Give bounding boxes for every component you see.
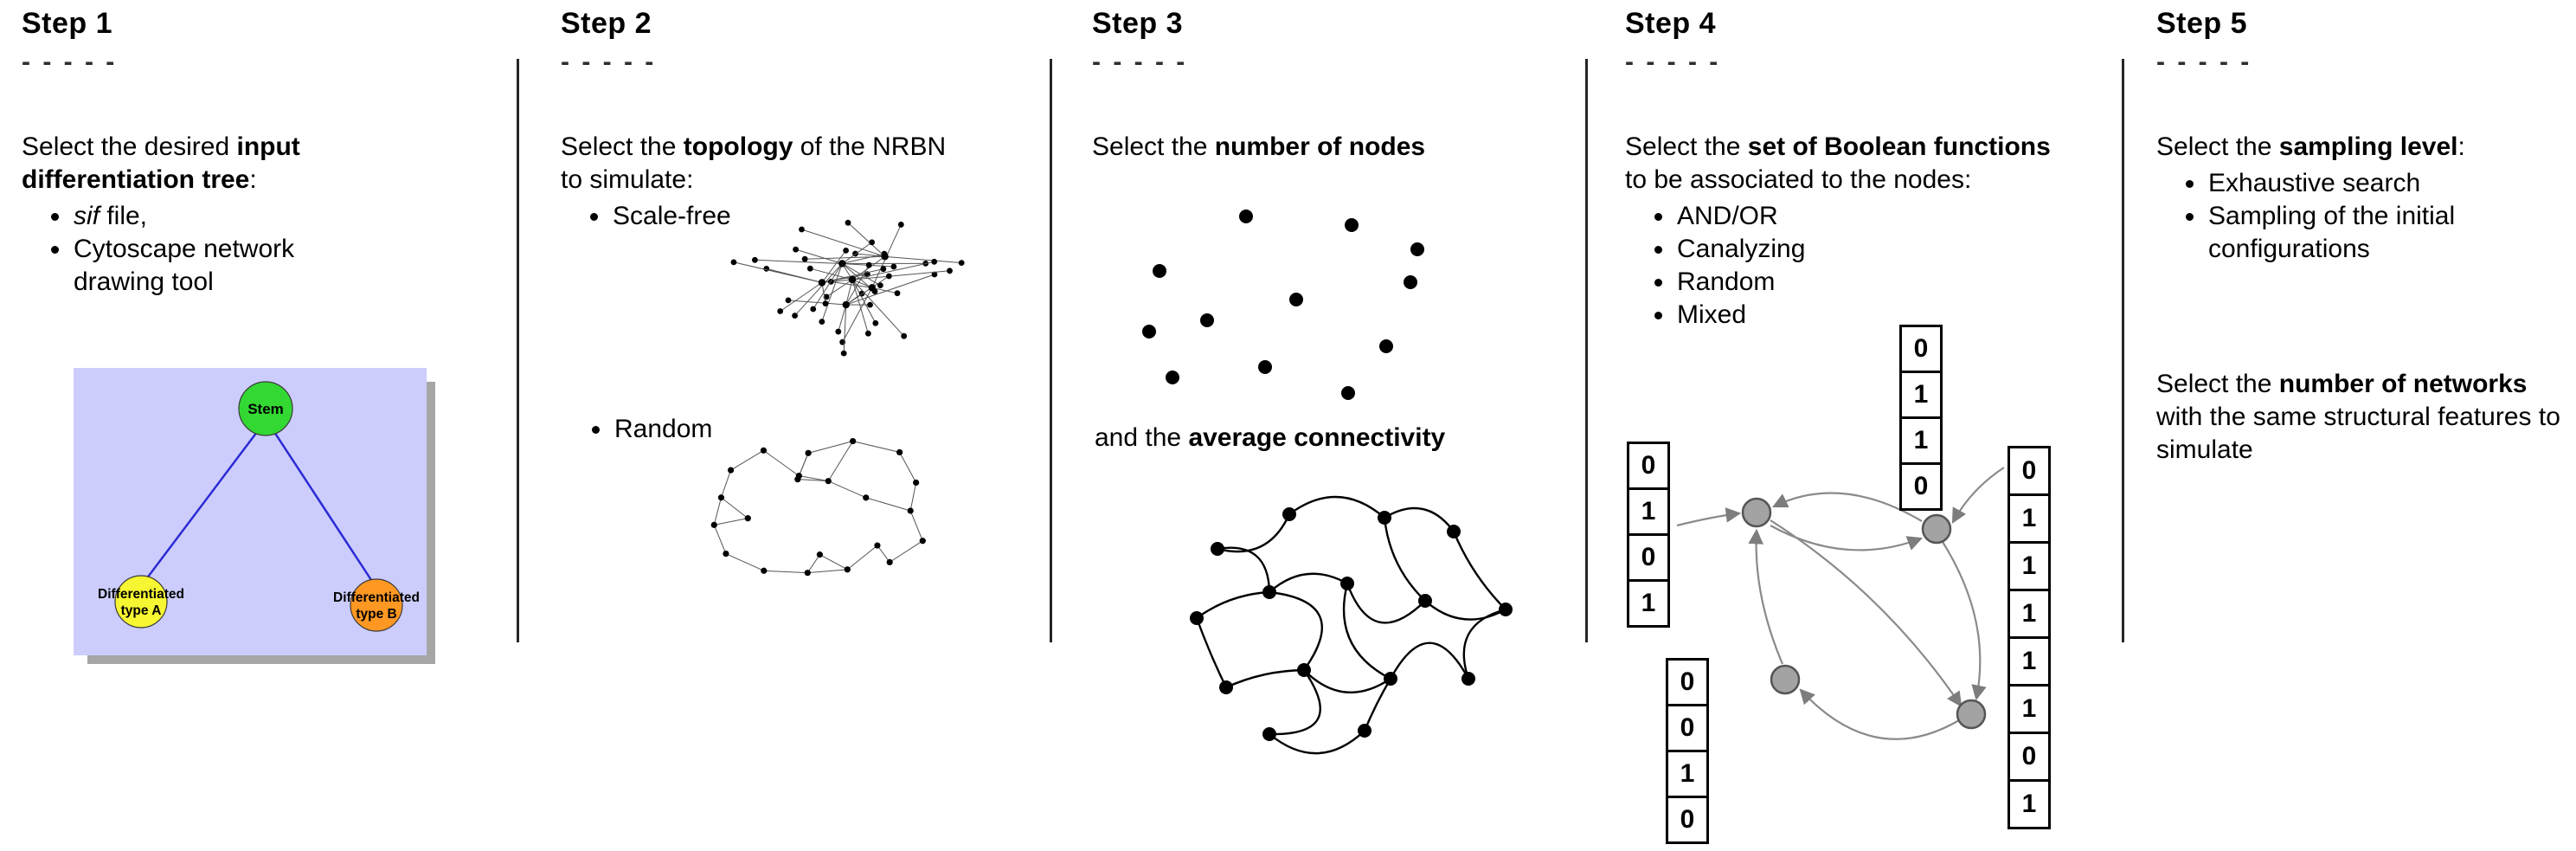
column-divider-3 [1585,59,1588,642]
stem-node [238,381,293,436]
network-edges [1676,467,2005,740]
option-exhaustive-search: Exhaustive search [2207,167,2563,200]
step-4-instruction: Select the set of Boolean functions to b… [1625,132,2051,194]
step-4-option-list: AND/OR Canalyzing Random Mixed [1625,200,2075,332]
truth-table-left: 0 1 0 1 [1627,442,1670,628]
column-divider-1 [517,59,519,642]
node-a-label-line2: type A [121,603,162,618]
option-and-or: AND/OR [1675,200,2075,233]
node-a-label-line1: Differentiated [98,587,184,602]
option-sif-file: sif file, [72,200,385,233]
stem-node-label: Stem [247,401,284,417]
column-divider-2 [1050,59,1052,642]
truth-table-top-cell-4: 0 [1899,462,1943,511]
step-5-instruction-2: Select the number of networks with the s… [2156,370,2560,464]
step-2-option-list-random: Random [562,413,753,446]
gene-node-3 [1770,664,1801,695]
truth-table-bottom-left: 0 0 1 0 [1666,658,1709,844]
truth-table-right-cell-1: 0 [2007,446,2051,496]
step-5-title: Step 5 [2156,7,2248,40]
step-3-instruction-2: and the average connectivity [1095,423,1446,452]
step-1-dashed-rule: - - - - - [22,48,118,76]
truth-table-top-cell-3: 1 [1899,416,1943,465]
truth-table-right-cell-6: 1 [2007,684,2051,734]
option-random: Random [613,413,753,446]
truth-table-top: 0 1 1 0 [1899,325,1943,511]
step-5-dashed-rule: - - - - - [2156,48,2252,76]
step-1-instruction: Select the desired input differentiation… [22,132,300,194]
step-3-title: Step 3 [1092,7,1184,40]
network-nodes [1741,497,1987,730]
truth-table-top-cell-2: 1 [1899,371,1943,419]
boolean-network-diagram: 0 1 1 0 0 1 0 1 0 0 1 0 0 1 1 1 1 1 0 1 [1625,307,2123,851]
truth-table-left-cell-1: 0 [1627,442,1670,490]
truth-table-bottom-left-cell-2: 0 [1666,704,1709,752]
nodes-scatter-illustration [1142,210,1424,400]
step-3-column: Step 3 - - - - - Select the number of no… [1092,7,1577,164]
step-4-title: Step 4 [1625,7,1717,40]
step-4-dashed-rule: - - - - - [1625,48,1721,76]
gene-node-2 [1921,513,1952,545]
truth-table-right: 0 1 1 1 1 1 0 1 [2007,446,2051,829]
step-2-dashed-rule: - - - - - [561,48,657,76]
truth-table-right-cell-5: 1 [2007,636,2051,687]
step-2-option-list: Scale-free [561,200,967,233]
option-canalyzing: Canalyzing [1675,233,2075,266]
step-3-instruction: Select the number of nodes [1092,132,1426,161]
gene-node-1 [1741,497,1772,528]
option-random-functions: Random [1675,266,2075,299]
step-5-instruction: Select the sampling level: [2156,132,2465,161]
truth-table-right-cell-7: 0 [2007,732,2051,782]
step-1-column: Step 1 - - - - - Select the desired inpu… [22,7,385,299]
step-5-column: Step 5 - - - - - Select the sampling lev… [2156,7,2563,266]
truth-table-bottom-left-cell-3: 1 [1666,750,1709,798]
option-scale-free: Scale-free [611,200,967,233]
node-b-label-line1: Differentiated [333,590,420,605]
boolean-network-graph [1676,467,2005,740]
truth-table-right-cell-4: 1 [2007,589,2051,639]
step-1-title: Step 1 [22,7,113,40]
differentiated-type-a-node [114,575,168,629]
truth-table-right-cell-8: 1 [2007,779,2051,829]
step-4-column: Step 4 - - - - - Select the set of Boole… [1625,7,2075,332]
truth-table-bottom-left-cell-1: 0 [1666,658,1709,706]
differentiated-type-b-node [350,578,403,632]
step-2-title: Step 2 [561,7,652,40]
truth-table-left-cell-2: 1 [1627,487,1670,536]
option-sampling-initial-configurations: Sampling of the initial configurations [2207,200,2563,266]
truth-table-left-cell-4: 1 [1627,579,1670,628]
scale-free-network-illustration [730,219,965,357]
truth-table-top-cell-1: 0 [1899,325,1943,373]
tree-edge-to-a [145,431,258,580]
step-5-option-list: Exhaustive search Sampling of the initia… [2156,167,2563,266]
step-2-column: Step 2 - - - - - Select the topology of … [561,7,967,233]
truth-table-bottom-left-cell-4: 0 [1666,796,1709,844]
connectivity-network-illustration [1190,495,1513,755]
option-mixed: Mixed [1675,299,2075,332]
option-cytoscape: Cytoscape network drawing tool [72,233,385,299]
truth-table-right-cell-3: 1 [2007,541,2051,591]
node-b-label-line2: type B [356,607,396,622]
gene-node-4 [1956,699,1987,730]
tree-edge-to-b [273,431,375,583]
step-1-option-list: sif file, Cytoscape network drawing tool [22,200,385,299]
column-divider-4 [2122,59,2124,642]
step-2-instruction: Select the topology of the NRBN to simul… [561,132,947,194]
step-3-dashed-rule: - - - - - [1092,48,1188,76]
truth-table-left-cell-3: 0 [1627,533,1670,582]
truth-table-right-cell-2: 1 [2007,493,2051,544]
random-network-illustration [710,437,926,577]
differentiation-tree-illustration: Stem Differentiated type A Differentiate… [74,368,435,664]
